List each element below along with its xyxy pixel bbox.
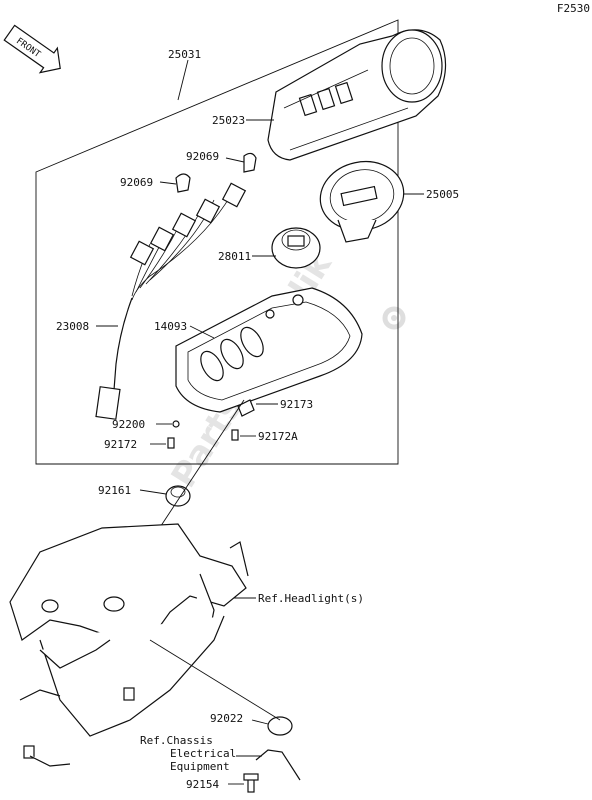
label-92172a: 92172A bbox=[258, 430, 298, 443]
label-92069-upper: 92069 bbox=[186, 150, 219, 163]
front-arrow-icon: FRONT bbox=[3, 24, 61, 74]
socket-part bbox=[271, 227, 321, 269]
wiring-harness-part bbox=[95, 182, 247, 420]
leader-14093 bbox=[189, 325, 215, 339]
headlight-stay-part bbox=[9, 523, 249, 767]
assembly-frame bbox=[35, 19, 399, 465]
rubber-washer-part bbox=[267, 716, 293, 736]
screw-part-92172 bbox=[167, 437, 175, 449]
label-25023: 25023 bbox=[212, 114, 245, 127]
leader-25031 bbox=[177, 59, 189, 101]
chassis-electrical-bracket bbox=[255, 749, 301, 781]
label-25031: 25031 bbox=[168, 48, 201, 61]
leader-92069-lower bbox=[159, 181, 177, 185]
label-ref-chassis-2: Electrical bbox=[170, 747, 236, 760]
label-92069-lower: 92069 bbox=[120, 176, 153, 189]
label-23008: 23008 bbox=[56, 320, 89, 333]
bracket-part bbox=[237, 399, 255, 417]
label-28011: 28011 bbox=[218, 250, 251, 263]
label-92172: 92172 bbox=[104, 438, 137, 451]
watermark-gear-icon bbox=[382, 306, 406, 330]
label-92161: 92161 bbox=[98, 484, 131, 497]
label-92200: 92200 bbox=[112, 418, 145, 431]
bulb-part-lower bbox=[175, 173, 191, 193]
meter-unit-part bbox=[319, 161, 405, 243]
bolt-part-92154 bbox=[243, 773, 259, 793]
label-25005: 25005 bbox=[426, 188, 459, 201]
washer-part bbox=[172, 420, 180, 428]
label-14093: 14093 bbox=[154, 320, 187, 333]
screw-part-92172a bbox=[231, 429, 239, 441]
label-ref-chassis-1: Ref.Chassis bbox=[140, 734, 213, 747]
leader-92069-upper bbox=[225, 157, 245, 163]
label-92022: 92022 bbox=[210, 712, 243, 725]
bulb-part-upper bbox=[243, 152, 257, 173]
diagram-code: F2530 bbox=[557, 2, 590, 15]
label-92154: 92154 bbox=[186, 778, 219, 791]
label-ref-headlight: Ref.Headlight(s) bbox=[258, 592, 364, 605]
leader-92022 bbox=[251, 719, 269, 725]
leader-92161 bbox=[139, 489, 167, 495]
assembly-dash-line-2 bbox=[149, 639, 281, 721]
meter-cover-part bbox=[267, 29, 447, 161]
label-ref-chassis-3: Equipment bbox=[170, 760, 230, 773]
damper-part bbox=[165, 485, 191, 507]
label-92173: 92173 bbox=[280, 398, 313, 411]
meter-case-part bbox=[175, 287, 363, 413]
